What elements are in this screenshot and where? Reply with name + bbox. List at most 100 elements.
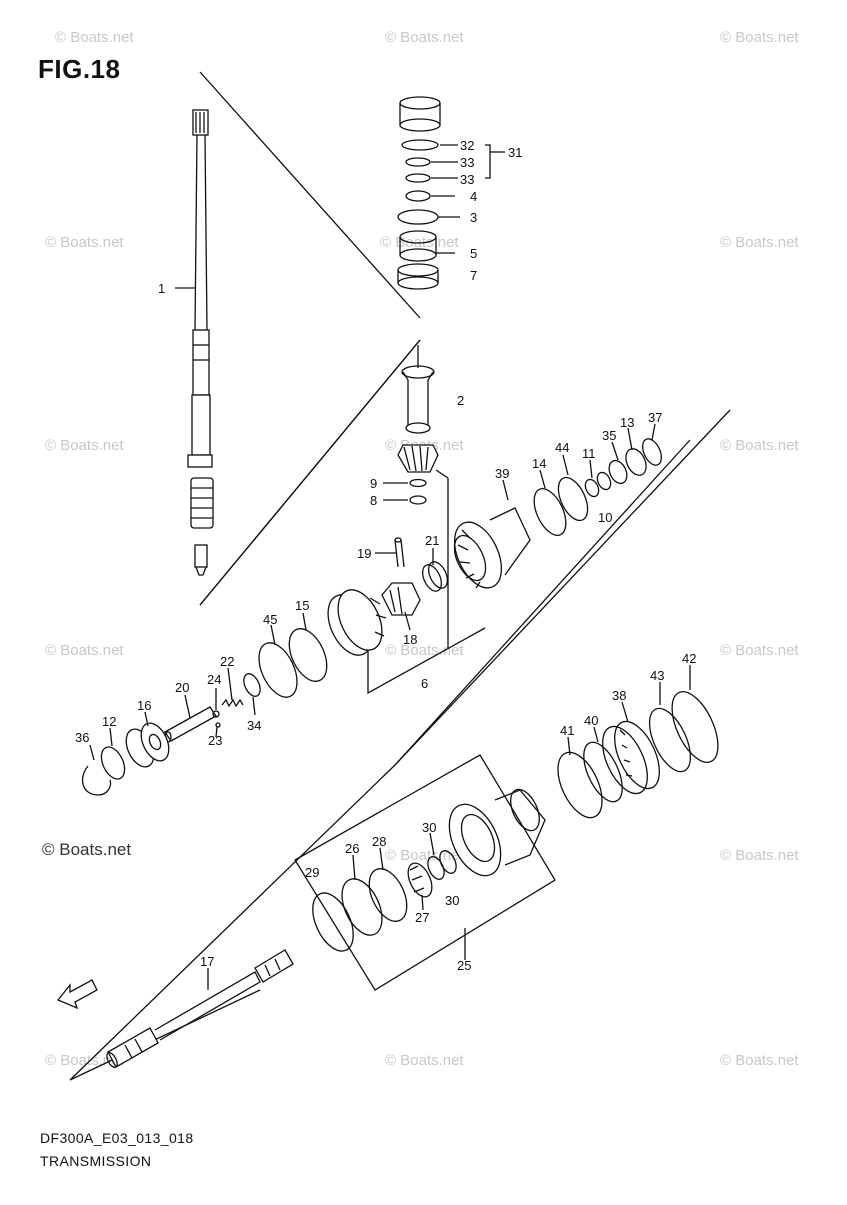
leader-12 [109, 727, 113, 747]
diagram-code: DF300A_E03_013_018 [40, 1130, 194, 1146]
assembly-25-box [294, 754, 556, 991]
bracket-31 [485, 144, 491, 179]
pinion-gear [397, 444, 439, 505]
watermark: © Boats.net [720, 847, 799, 864]
callout-45: 45 [263, 612, 277, 627]
callout-6: 6 [421, 676, 428, 691]
watermark: © Boats.net [720, 234, 799, 251]
leader-38 [621, 701, 629, 723]
callout-21: 21 [425, 533, 439, 548]
callout-37: 37 [648, 410, 662, 425]
watermark: © Boats.net [720, 642, 799, 659]
callout-7: 7 [470, 268, 477, 283]
watermark: © Boats.net [720, 29, 799, 46]
leader-13 [627, 427, 633, 451]
leader-14 [539, 469, 546, 489]
callout-5: 5 [470, 246, 477, 261]
callout-11: 11 [582, 446, 596, 461]
callout-4: 4 [470, 189, 477, 204]
callout-12: 12 [102, 714, 116, 729]
leader-28 [379, 847, 384, 871]
callout-25: 25 [457, 958, 471, 973]
callout-23: 23 [208, 733, 222, 748]
callout-13: 13 [620, 415, 634, 430]
watermark: © Boats.net [385, 1052, 464, 1069]
callout-26: 26 [345, 841, 359, 856]
callout-39: 39 [495, 466, 509, 481]
rear-bearing-group [557, 691, 719, 819]
callout-35: 35 [602, 428, 616, 443]
leader-35 [611, 441, 619, 461]
callout-42: 42 [682, 651, 696, 666]
leader-18 [404, 611, 411, 631]
leader-39 [502, 479, 509, 501]
middle-group-outline [199, 339, 421, 606]
bearing-16 [81, 722, 170, 796]
callout-labels: 1 2 3 4 5 6 7 8 9 10 11 12 13 14 15 16 1… [75, 138, 696, 973]
watermark-label: © Boats.net [42, 840, 132, 859]
callout-22: 22 [220, 654, 234, 669]
watermark: © Boats.net [720, 1052, 799, 1069]
callout-36: 36 [75, 730, 89, 745]
bearing-housing-25 [312, 788, 546, 952]
watermark: © Boats.net [55, 29, 134, 46]
leader-41 [567, 736, 571, 756]
leader-27 [421, 894, 424, 911]
callout-9: 9 [370, 476, 377, 491]
callout-19: 19 [357, 546, 371, 561]
callout-17: 17 [200, 954, 214, 969]
callout-44: 44 [555, 440, 569, 455]
callout-24: 24 [207, 672, 221, 687]
callout-2: 2 [457, 393, 464, 408]
upper-group-outline [199, 71, 421, 319]
callout-31: 31 [508, 145, 522, 160]
rings-right-group [533, 438, 663, 536]
drive-shaft-1 [187, 109, 214, 576]
callout-30-upper: 30 [422, 820, 436, 835]
callout-33-upper: 33 [460, 155, 474, 170]
callout-1: 1 [158, 281, 165, 296]
middle-group-outline [394, 409, 731, 766]
clutch-assembly [381, 537, 449, 616]
callout-41: 41 [560, 723, 574, 738]
watermark: © Boats.net [45, 234, 124, 251]
watermark: © Boats.net [385, 29, 464, 46]
leader-20 [184, 694, 191, 719]
callout-15: 15 [295, 598, 309, 613]
leader-30 [429, 832, 435, 856]
watermark: © Boats.net [45, 437, 124, 454]
callout-18: 18 [403, 632, 417, 647]
watermark: © Boats.net [720, 437, 799, 454]
diagram-caption: TRANSMISSION [40, 1153, 152, 1169]
callout-10: 10 [598, 510, 612, 525]
callout-33-lower: 33 [460, 172, 474, 187]
callout-43: 43 [650, 668, 664, 683]
leader-15 [302, 612, 307, 631]
callout-28: 28 [372, 834, 386, 849]
bevel-gear-forward [453, 507, 531, 589]
callout-20: 20 [175, 680, 189, 695]
watermark: © Boats.net [385, 642, 464, 659]
bushing-2 [401, 365, 435, 434]
leader-11 [589, 459, 593, 479]
callout-30-lower: 30 [445, 893, 459, 908]
callout-38: 38 [612, 688, 626, 703]
callout-34: 34 [247, 718, 261, 733]
watermark: © Boats.net [45, 1052, 124, 1069]
callout-8: 8 [370, 493, 377, 508]
figure-title: FIG.18 [38, 54, 121, 84]
leader-45 [270, 624, 276, 646]
parts-linework [56, 71, 731, 1081]
fwd-arrow-icon [56, 979, 98, 1010]
callout-32: 32 [460, 138, 474, 153]
watermarks: © Boats.net © Boats.net © Boats.net © Bo… [45, 29, 799, 1069]
callout-16: 16 [137, 698, 151, 713]
watermark: © Boats.net [45, 642, 124, 659]
leader-26 [352, 854, 356, 881]
callout-14: 14 [532, 456, 546, 471]
callout-40: 40 [584, 713, 598, 728]
callout-3: 3 [470, 210, 477, 225]
leader-37 [651, 423, 656, 441]
leader-22 [227, 667, 233, 701]
